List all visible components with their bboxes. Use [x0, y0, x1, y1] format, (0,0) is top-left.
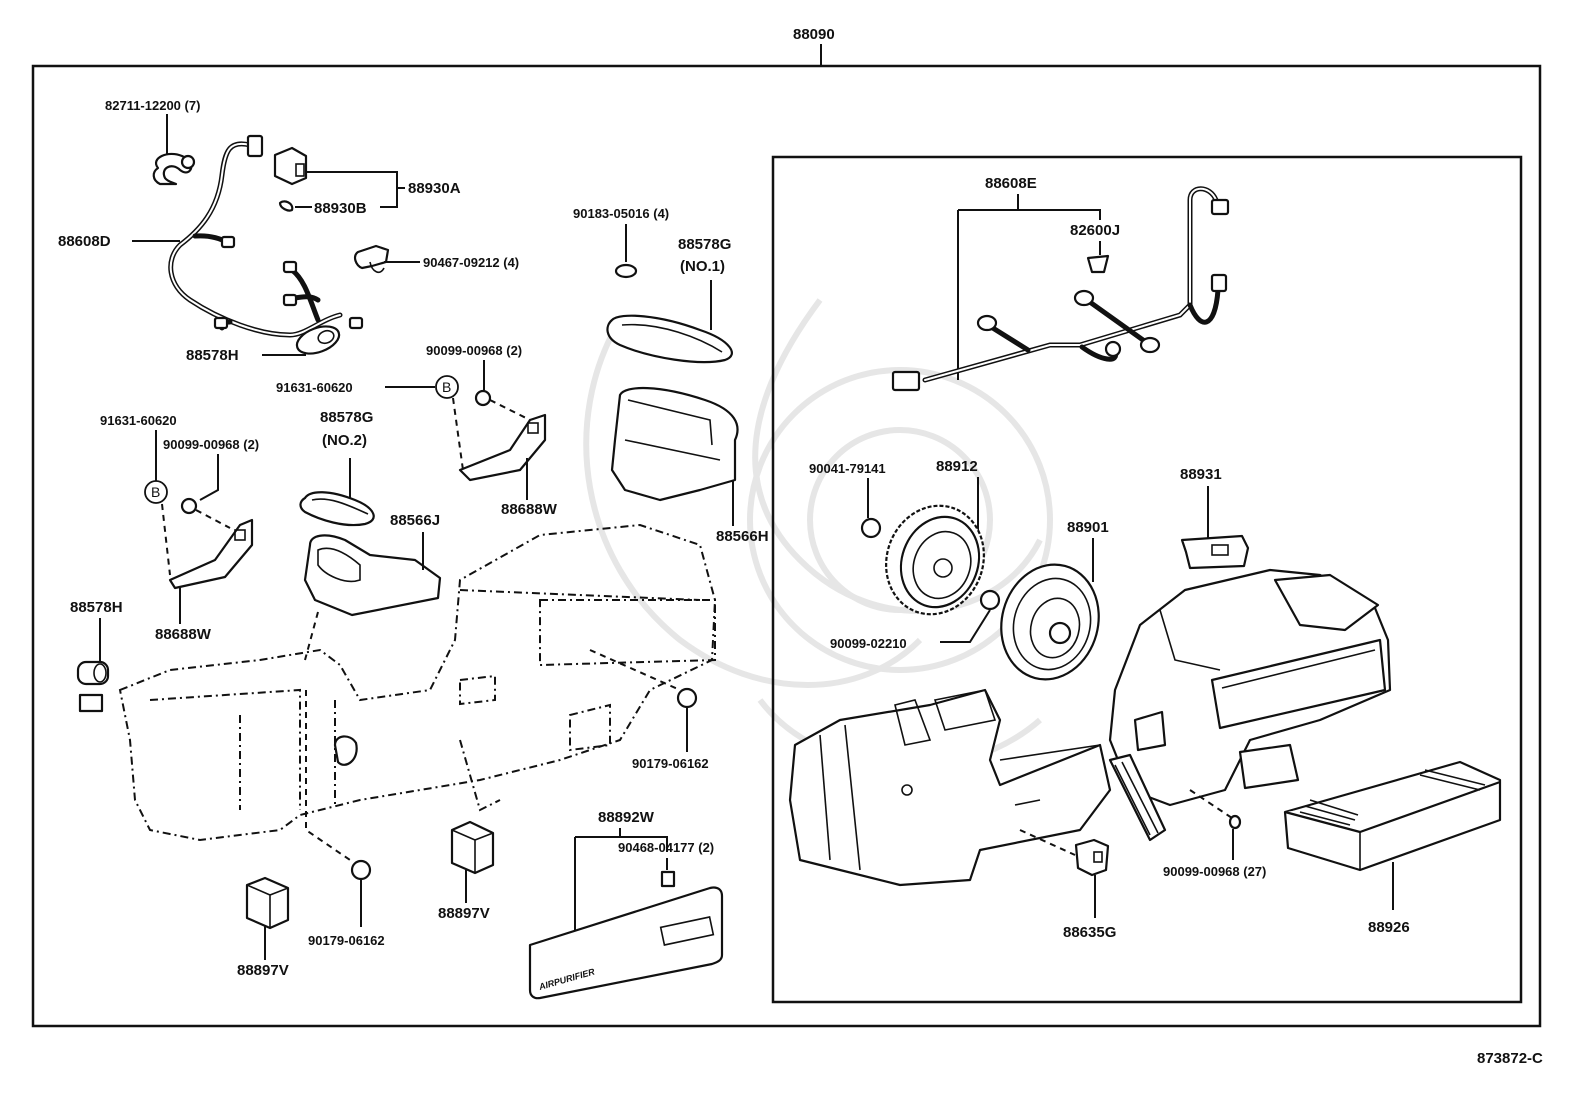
clamp-90467[interactable]: [353, 244, 390, 274]
assembly-number-label: 88090: [793, 26, 835, 43]
label-90099-2-top: 90099-00968 (2): [426, 343, 522, 358]
grommet-88578H-top[interactable]: [293, 321, 343, 359]
screw-90099-27[interactable]: [1228, 814, 1242, 830]
label-91631-top: 91631-60620: [276, 380, 353, 395]
label-82711: 82711-12200 (7): [105, 98, 200, 113]
label-88688W-left: 88688W: [155, 626, 212, 643]
label-82600J: 82600J: [1070, 222, 1120, 239]
label-90099-27: 90099-00968 (27): [1163, 864, 1266, 879]
label-88608E: 88608E: [985, 175, 1037, 192]
label-88930A: 88930A: [408, 180, 461, 197]
label-88608D: 88608D: [58, 233, 111, 250]
bracket-88688W-top[interactable]: [458, 413, 547, 482]
label-90467: 90467-09212 (4): [423, 255, 519, 270]
seal-88578G-no2[interactable]: [299, 491, 375, 527]
label-90468: 90468-04177 (2): [618, 840, 714, 855]
outer-frame: [31, 64, 1542, 1028]
label-88912: 88912: [936, 458, 978, 475]
blower-motor-88901[interactable]: [989, 554, 1112, 691]
sensor-88930A[interactable]: [273, 146, 308, 212]
connector-82600J[interactable]: [1086, 254, 1110, 274]
relay-88897V-left[interactable]: [245, 876, 290, 930]
screw-90041[interactable]: [860, 517, 882, 539]
washer-90099-02210[interactable]: [979, 589, 1001, 611]
svg-text:B: B: [442, 379, 451, 395]
inner-frame: [771, 155, 1523, 1004]
label-90179-bottom: 90179-06162: [308, 933, 385, 948]
clip-82711[interactable]: [152, 152, 196, 186]
wire-harness-88608E[interactable]: [891, 186, 1230, 392]
blower-case: [1108, 568, 1392, 807]
svg-text:B: B: [151, 484, 160, 500]
reference-marker-b-top: B: [435, 375, 459, 399]
label-88566H: 88566H: [716, 528, 769, 545]
label-88578G-no2-sub: (NO.2): [322, 432, 367, 449]
label-88566J: 88566J: [390, 512, 440, 529]
screw-90468[interactable]: [660, 870, 676, 888]
label-88635G: 88635G: [1063, 924, 1116, 941]
label-88578H-left: 88578H: [70, 599, 123, 616]
duct-88566H[interactable]: [610, 387, 739, 502]
label-88578H-top: 88578H: [186, 347, 239, 364]
label-88578G-no1: 88578G: [678, 236, 731, 253]
label-90099-2-left: 90099-00968 (2): [163, 437, 259, 452]
label-88931: 88931: [1180, 466, 1222, 483]
screw-90099-left[interactable]: [180, 497, 198, 515]
label-90179-right: 90179-06162: [632, 756, 709, 771]
illustration-id: 873872-C: [1477, 1050, 1543, 1067]
label-90041: 90041-79141: [809, 461, 886, 476]
resistor-88931[interactable]: [1180, 534, 1250, 570]
label-88901: 88901: [1067, 519, 1109, 536]
heater-unit-phantom: [78, 523, 717, 861]
label-88897V-mid: 88897V: [438, 905, 490, 922]
bracket-88688W-left[interactable]: [168, 518, 254, 590]
label-91631-left: 91631-60620: [100, 413, 177, 428]
screw-90099-top[interactable]: [474, 389, 492, 407]
label-88926: 88926: [1368, 919, 1410, 936]
sensor-88635G[interactable]: [1074, 838, 1110, 877]
blower-fan-88912[interactable]: [871, 492, 999, 628]
air-purifier-panel-88892W[interactable]: AIRPURIFIER: [528, 886, 724, 1000]
label-90099-02210: 90099-02210: [830, 636, 907, 651]
label-90183: 90183-05016 (4): [573, 206, 669, 221]
seal-88578G-no1[interactable]: [606, 314, 733, 364]
grommet-88578H-left[interactable]: [76, 660, 110, 686]
label-88578G-no2: 88578G: [320, 409, 373, 426]
nut-90179-bottom[interactable]: [350, 859, 372, 881]
reference-marker-b-left: B: [144, 480, 168, 504]
label-88892W: 88892W: [598, 809, 655, 826]
wire-harness-88608D[interactable]: [168, 134, 364, 338]
nut-90183[interactable]: [614, 263, 638, 279]
relay-88897V-mid[interactable]: [450, 820, 495, 875]
label-88897V-left: 88897V: [237, 962, 289, 979]
label-88930B: 88930B: [314, 200, 367, 217]
cooling-unit: [788, 688, 1167, 887]
air-filter-88926[interactable]: [1283, 760, 1502, 872]
duct-88566J[interactable]: [303, 534, 442, 617]
nut-90179-right[interactable]: [676, 687, 698, 709]
label-88578G-no1-sub: (NO.1): [680, 258, 725, 275]
label-88688W-top: 88688W: [501, 501, 558, 518]
